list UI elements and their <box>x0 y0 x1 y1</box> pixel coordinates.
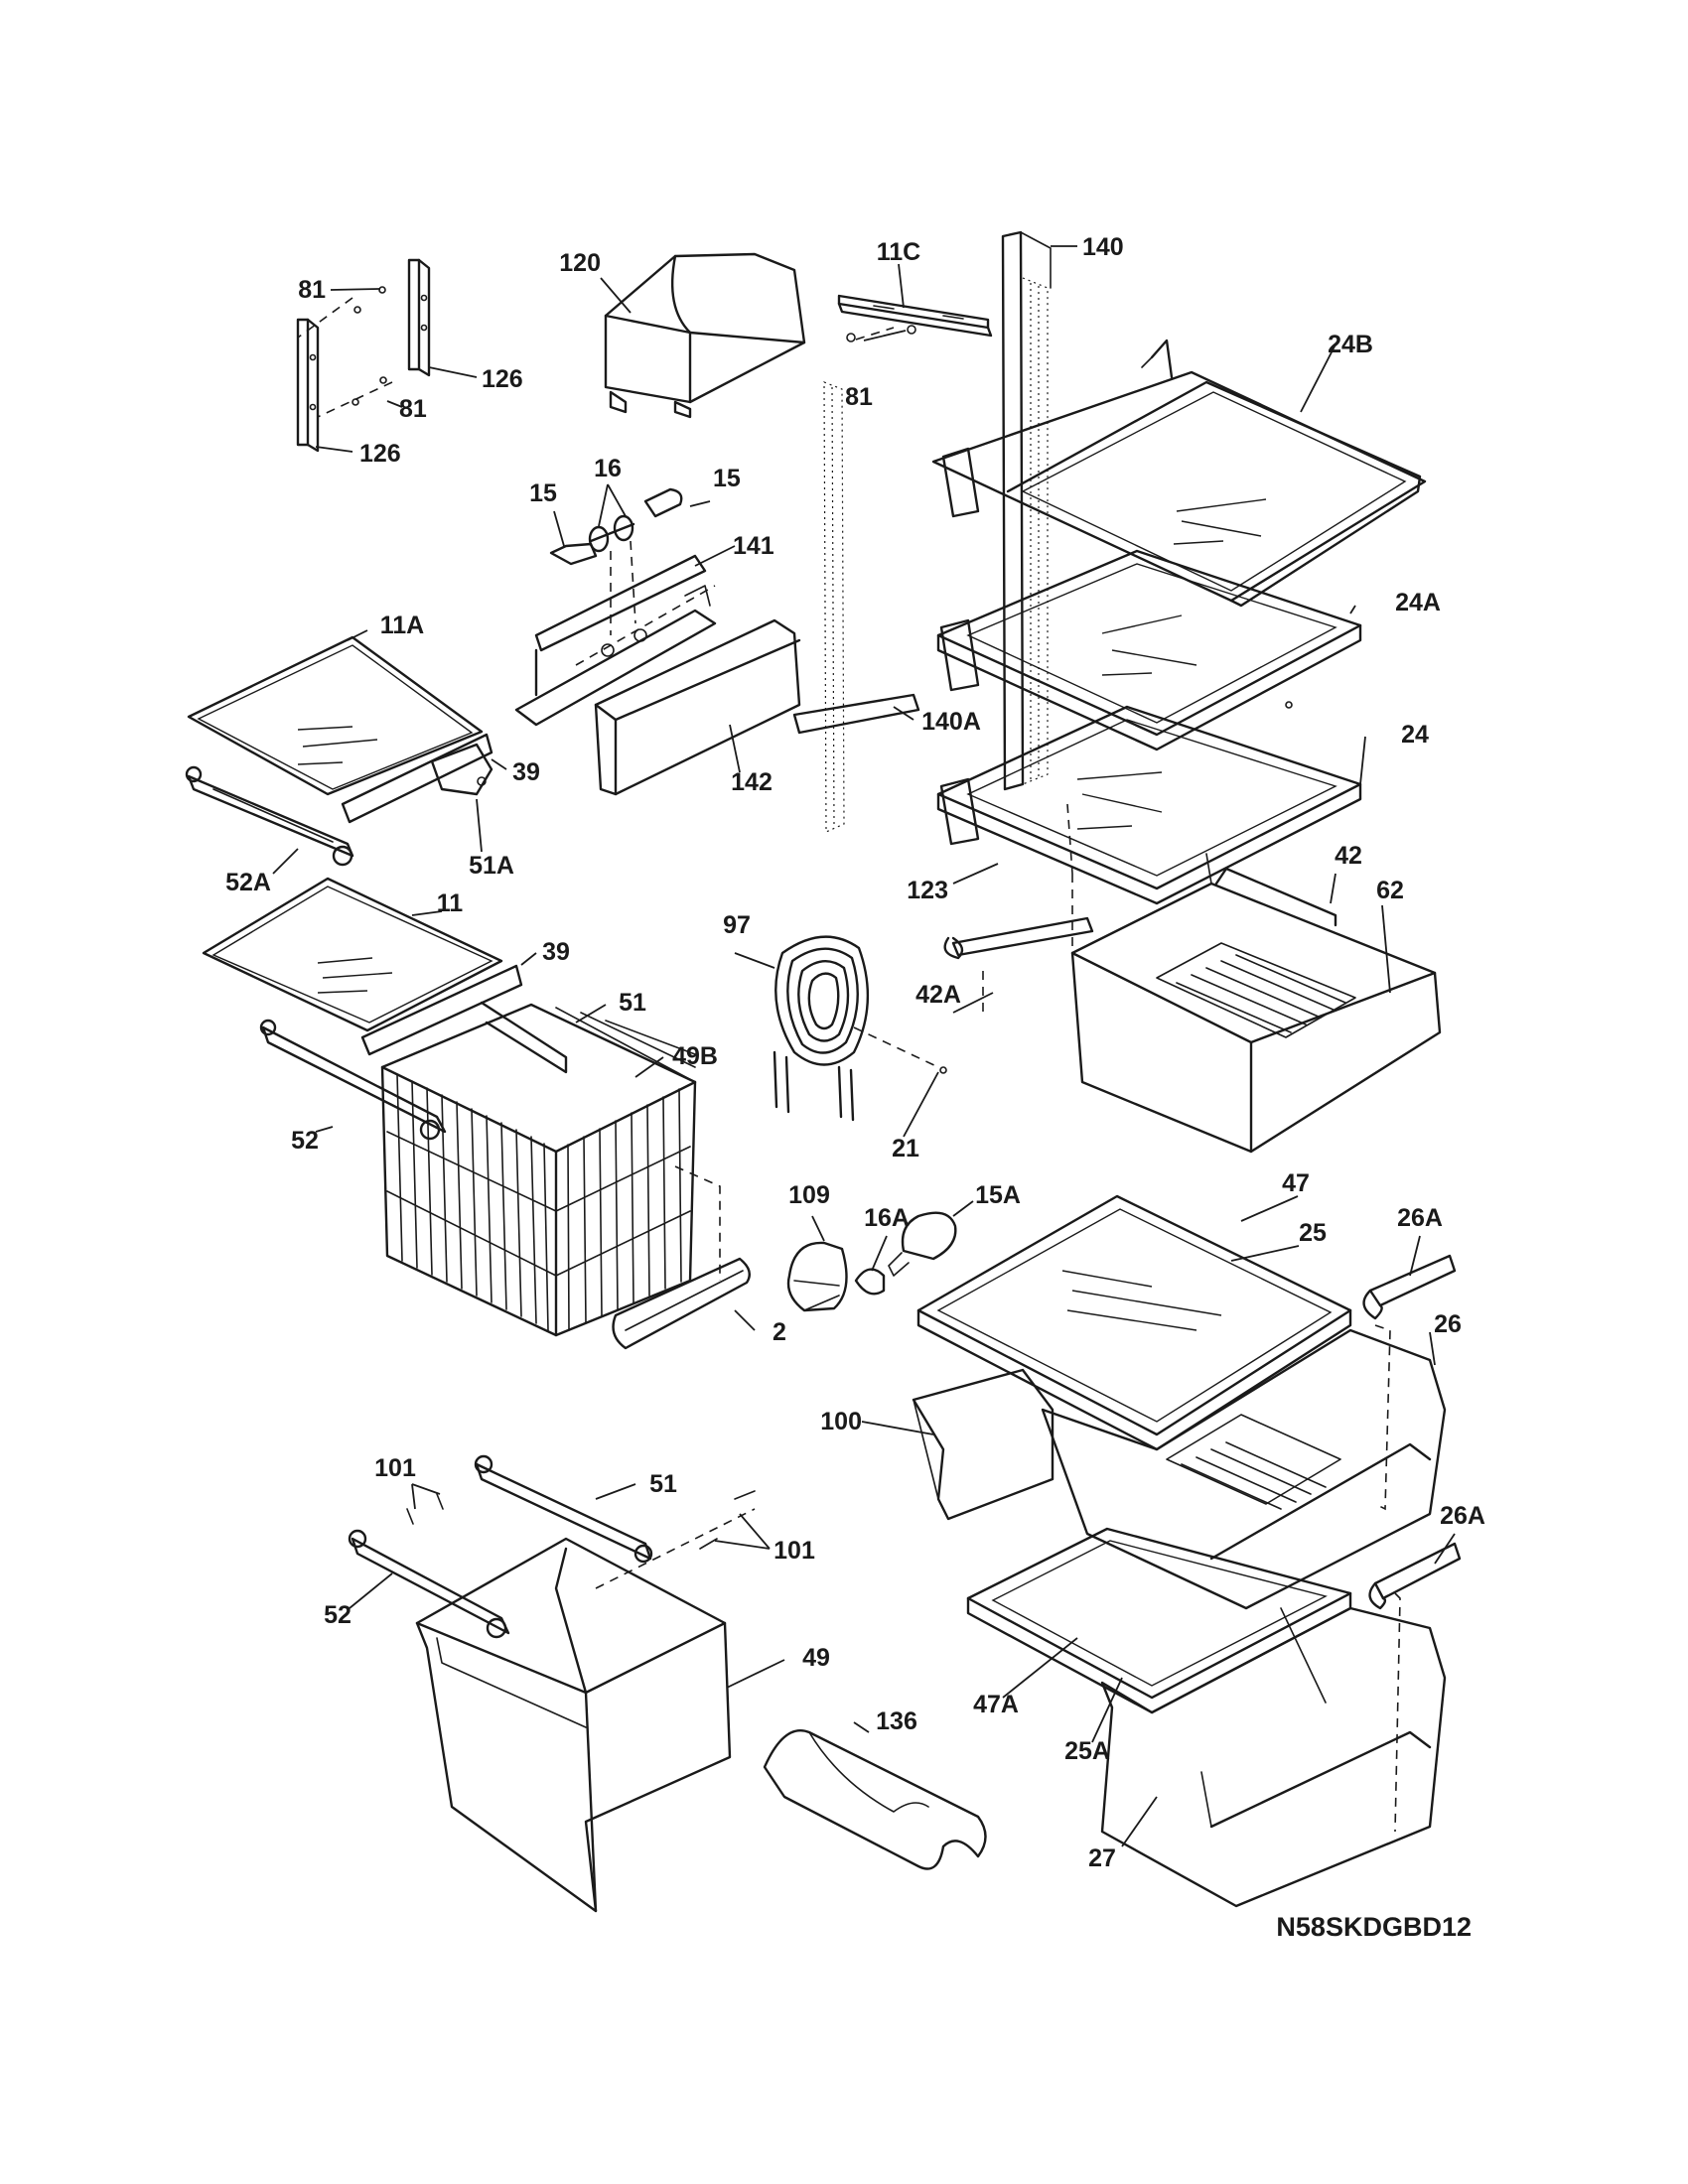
slide-52a-drawing <box>185 765 354 867</box>
callout-81: 81 <box>845 383 873 411</box>
leader-lines <box>272 245 1456 1847</box>
callout-26: 26 <box>1434 1310 1462 1338</box>
tube-2-drawing <box>612 1257 751 1350</box>
bracket-126-drawing <box>296 258 431 453</box>
shelf-11-drawing <box>202 877 568 1074</box>
slide-52-lower-drawing <box>348 1529 510 1639</box>
bin-120-drawing <box>604 252 806 419</box>
callout-126: 126 <box>359 440 401 468</box>
drawer-62-drawing <box>943 803 1442 1154</box>
panel-100-drawing <box>912 1368 1055 1521</box>
callout-21: 21 <box>892 1135 919 1162</box>
callout-24a: 24A <box>1395 589 1441 616</box>
slide-51-drawing <box>474 1454 653 1564</box>
callout-49: 49 <box>802 1644 830 1672</box>
callout-42a: 42A <box>915 981 961 1009</box>
callout-24b: 24B <box>1328 331 1373 358</box>
callout-11a: 11A <box>380 612 424 639</box>
callout-42: 42 <box>1335 842 1362 870</box>
drawer-27-drawing <box>1100 1592 1447 1908</box>
socket-16a-drawing <box>854 1268 886 1296</box>
callout-52: 52 <box>291 1127 319 1155</box>
basket-49b-drawing <box>380 1003 721 1337</box>
callout-15: 15 <box>529 479 557 507</box>
callout-120: 120 <box>559 249 601 277</box>
callout-25a: 25A <box>1064 1737 1110 1765</box>
callout-25: 25 <box>1299 1219 1327 1247</box>
cover-25-drawing <box>916 1194 1352 1451</box>
callout-39: 39 <box>512 758 540 786</box>
callout-142: 142 <box>731 768 773 796</box>
callout-11: 11 <box>437 889 464 917</box>
diagram-code: N58SKDGBD12 <box>1276 1912 1472 1942</box>
callout-24: 24 <box>1401 721 1429 749</box>
cover-142-drawing <box>594 618 801 796</box>
callout-126: 126 <box>482 365 523 393</box>
callout-81: 81 <box>399 395 427 423</box>
callout-16: 16 <box>594 455 622 482</box>
callout-47: 47 <box>1282 1169 1310 1197</box>
callout-123: 123 <box>907 877 948 904</box>
tray-136-drawing <box>763 1729 987 1870</box>
shelf-24a-drawing <box>936 549 1362 751</box>
callout-49b: 49B <box>672 1042 718 1070</box>
bin-49-drawing <box>415 1537 732 1913</box>
callout-100: 100 <box>820 1408 862 1435</box>
callout-97: 97 <box>723 911 751 939</box>
callout-26a: 26A <box>1397 1204 1443 1232</box>
callout-16a: 16A <box>864 1204 910 1232</box>
callout-101: 101 <box>774 1537 815 1565</box>
lamp-109-drawing <box>786 1241 848 1312</box>
callout-47a: 47A <box>973 1691 1019 1718</box>
callout-27: 27 <box>1088 1844 1116 1872</box>
rail-140a-drawing <box>792 381 920 833</box>
callout-15a: 15A <box>975 1181 1021 1209</box>
clip-26a-lower-drawing <box>1368 1542 1462 1610</box>
callout-141: 141 <box>733 532 774 560</box>
rail-140-drawing <box>1001 230 1052 791</box>
callout-51: 51 <box>649 1470 677 1498</box>
screws-101-drawing <box>406 1490 756 1589</box>
callout-101: 101 <box>374 1454 416 1482</box>
cover-25a-drawing <box>966 1527 1352 1714</box>
callout-15: 15 <box>713 465 741 492</box>
callout-2: 2 <box>773 1318 786 1346</box>
housing-141-drawing <box>514 554 717 727</box>
clip-26a-drawing <box>1362 1254 1457 1320</box>
callout-labels: 81 126 81 126 120 11C 140 81 24B 15 16 1… <box>225 233 1485 1872</box>
callout-51a: 51A <box>469 852 514 880</box>
bracket-11c-drawing <box>837 294 993 342</box>
heater-97-drawing <box>773 935 947 1122</box>
callout-11c: 11C <box>877 238 920 266</box>
callout-39: 39 <box>542 938 570 966</box>
callout-26a: 26A <box>1440 1502 1485 1530</box>
callout-81: 81 <box>298 276 326 304</box>
callout-51: 51 <box>619 989 646 1017</box>
callout-52: 52 <box>324 1601 352 1629</box>
slide-52-drawing <box>259 1019 447 1141</box>
callout-140: 140 <box>1082 233 1124 261</box>
bulb-15a-drawing <box>888 1211 957 1277</box>
callout-140a: 140A <box>921 708 981 736</box>
socket-16-drawing <box>549 487 683 635</box>
callout-109: 109 <box>788 1181 830 1209</box>
callout-62: 62 <box>1376 877 1404 904</box>
drawer-26-drawing <box>1041 1324 1447 1610</box>
shelf-11a-drawing <box>187 635 493 824</box>
callout-52a: 52A <box>225 869 271 896</box>
callout-136: 136 <box>876 1707 917 1735</box>
